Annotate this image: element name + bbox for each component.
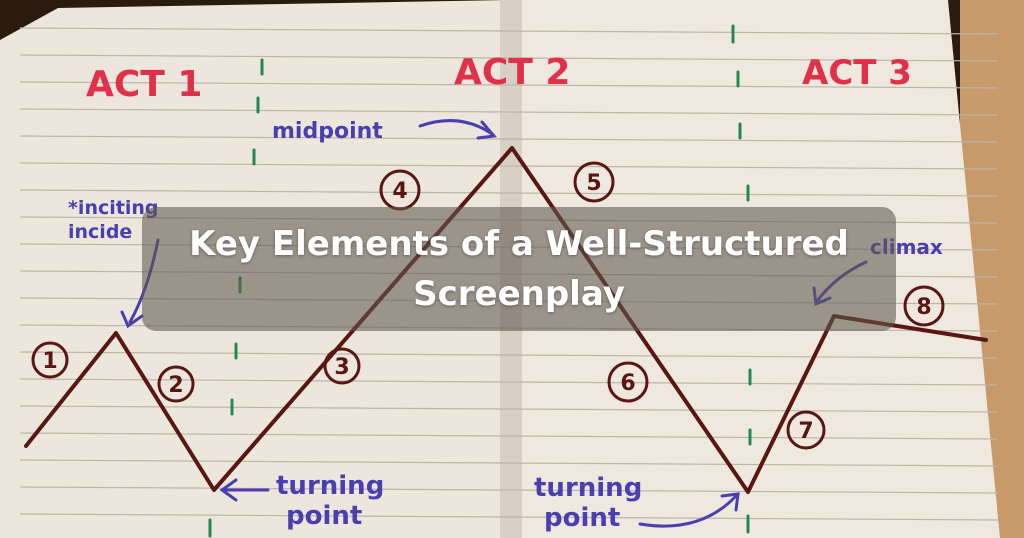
- ruled-line: [19, 459, 999, 467]
- ruled-line: [19, 162, 999, 170]
- turning-point-right-arrow-head: [720, 492, 740, 512]
- inciting-incident-label: *inciting: [68, 197, 158, 219]
- ruled-line: [19, 189, 999, 197]
- beat-number: 2: [168, 373, 183, 398]
- ruled-line: [19, 108, 999, 116]
- turning-point-right-arrow: [638, 494, 738, 528]
- beat-number: 5: [586, 171, 601, 196]
- inciting-incident-label-line2: incide: [68, 221, 132, 243]
- ruled-line: [19, 54, 999, 62]
- beat-circle: [786, 410, 826, 450]
- beat-markers: 1 2 3 4 5 6 7 8: [31, 161, 945, 450]
- ruled-line: [19, 27, 999, 35]
- ruled-line: [19, 432, 999, 440]
- ruled-line: [19, 135, 999, 143]
- midpoint-label: midpoint: [272, 119, 383, 144]
- beat-number: 3: [334, 355, 349, 380]
- beat-circle: [903, 285, 945, 327]
- midpoint-arrow-head: [476, 120, 497, 140]
- annotations: midpoint *inciting incide climax turning…: [68, 119, 943, 533]
- turning-point-left-label: turning: [276, 471, 384, 501]
- midpoint-arrow: [418, 119, 494, 136]
- title-banner: Key Elements of a Well-Structured Screen…: [142, 207, 896, 331]
- beat-circle: [573, 161, 615, 203]
- beat-number: 6: [620, 371, 635, 396]
- act-2-label: ACT 2: [454, 52, 570, 93]
- beat-circle: [157, 365, 195, 403]
- turning-point-left-label-line2: point: [286, 501, 362, 531]
- turning-point-left-arrow-head: [219, 478, 238, 502]
- act-1-label: ACT 1: [86, 64, 202, 105]
- turning-point-right-label: turning: [534, 473, 642, 503]
- beat-circle: [31, 341, 69, 379]
- ruled-line: [19, 81, 999, 89]
- banner-title: Key Elements of a Well-Structured Screen…: [189, 224, 849, 314]
- beat-number: 4: [392, 179, 407, 204]
- beat-number: 8: [916, 295, 931, 320]
- ruled-line: [19, 351, 999, 359]
- ruled-line: [19, 405, 999, 413]
- inciting-incident-arrow-head: [120, 310, 144, 329]
- beat-circle: [607, 361, 649, 403]
- ruled-line: [19, 378, 999, 386]
- beat-number: 7: [798, 419, 813, 444]
- act-3-label: ACT 3: [802, 53, 912, 93]
- ruled-line: [19, 486, 999, 494]
- beat-circle: [323, 347, 361, 385]
- beat-number: 1: [42, 349, 57, 374]
- ruled-line: [19, 513, 999, 521]
- turning-point-right-label-line2: point: [544, 503, 620, 533]
